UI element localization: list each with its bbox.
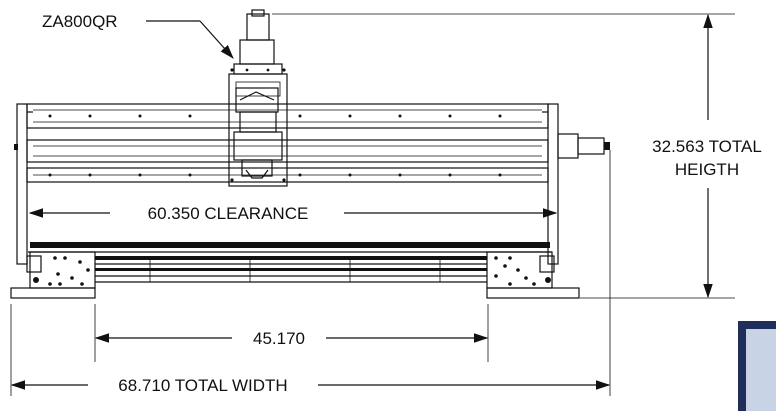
x-axis-motor (557, 133, 610, 159)
part-number-callout: ZA800QR (42, 12, 234, 59)
total-height-label-line2: HEIGTH (675, 160, 739, 179)
spindle-carriage (228, 9, 288, 187)
total-height-label-line1: 32.563 TOTAL (652, 137, 762, 156)
corner-panel (738, 321, 776, 411)
inner-width-dimension: 45.170 (94, 304, 489, 362)
total-width-dimension: 68.710 TOTAL WIDTH (10, 150, 611, 396)
part-number-label: ZA800QR (42, 12, 118, 31)
inner-width-label: 45.170 (253, 329, 305, 348)
machine-frame (14, 103, 559, 265)
total-width-label: 68.710 TOTAL WIDTH (118, 376, 287, 395)
clearance-label: 60.350 CLEARANCE (148, 204, 309, 223)
clearance-dimension: 60.350 CLEARANCE (28, 204, 558, 223)
total-height-dimension: 32.563 TOTAL HEIGTH (272, 13, 762, 299)
rail-bolts (48, 114, 502, 177)
left-foot (10, 251, 96, 299)
right-foot (486, 251, 580, 299)
machine-bed (28, 242, 552, 283)
